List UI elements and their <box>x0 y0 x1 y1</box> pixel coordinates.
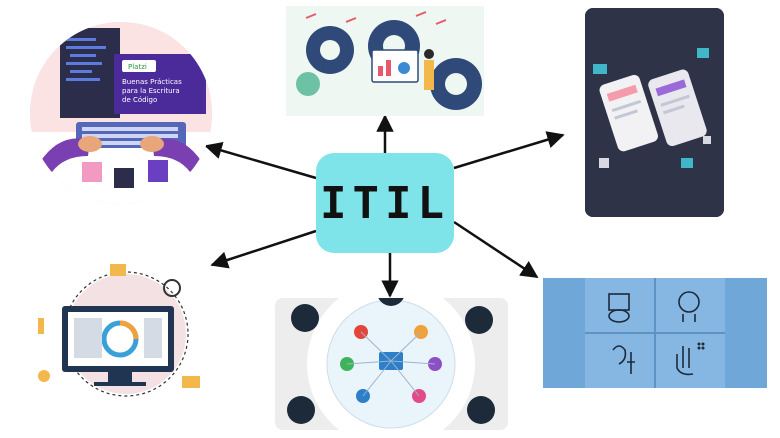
platzi-brand: Platzi <box>128 63 147 71</box>
arrow-top-left <box>204 141 317 180</box>
arrow-bottom-left <box>210 229 317 269</box>
itil-label: ITIL <box>320 177 450 229</box>
computer-analytics-icon <box>32 258 210 402</box>
arrow-bottom-right <box>453 220 539 279</box>
team-network-icon <box>275 298 508 430</box>
book-title-line2: para la Escritura <box>122 87 180 95</box>
itil-center-node: ITIL <box>316 153 454 253</box>
code-book-icon: Platzi Buenas Prácticas para la Escritur… <box>30 22 212 204</box>
disability-access-icon <box>543 278 767 388</box>
arrow-top-right <box>453 131 565 170</box>
book-title-line3: de Código <box>122 96 157 104</box>
book-title-line1: Buenas Prácticas <box>122 78 182 86</box>
gears-dashboard-icon <box>286 6 484 116</box>
mobile-app-icon <box>585 8 724 217</box>
